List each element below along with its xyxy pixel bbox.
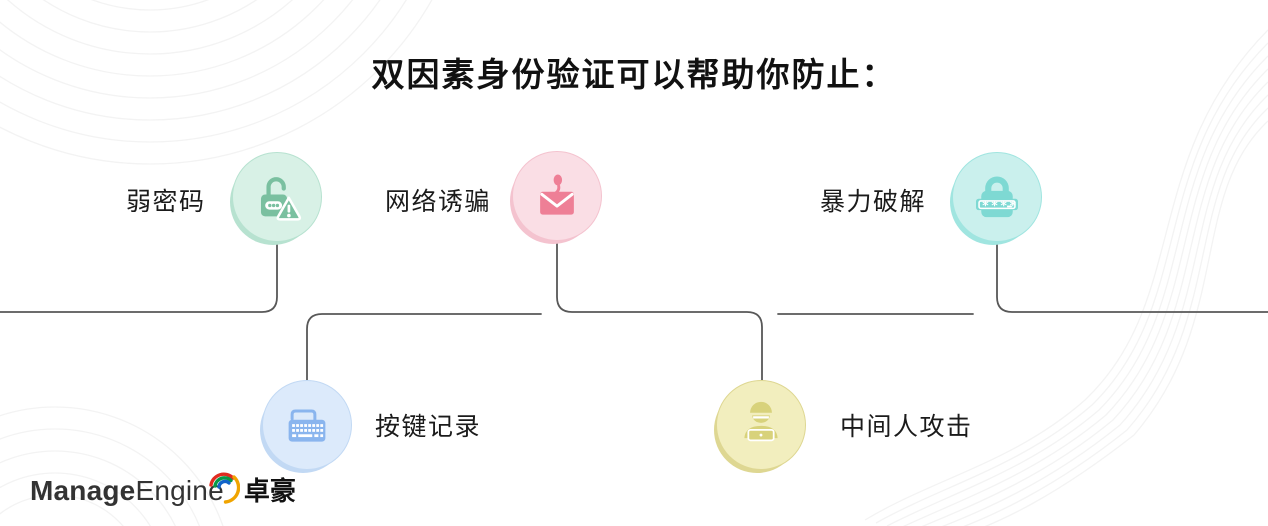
keyboard-icon — [288, 409, 326, 442]
label-mitm: 中间人攻击 — [840, 413, 973, 441]
brand-name-bold: Manage — [30, 475, 136, 506]
brand-name-chinese: 卓豪 — [243, 476, 296, 506]
node-phishing — [512, 151, 602, 241]
hacker-laptop-icon — [744, 401, 778, 442]
unlocked-padlock-warning-icon — [260, 177, 302, 221]
connector-segment-right — [996, 239, 1268, 313]
connector-segment-phishing — [556, 239, 763, 385]
brand-name-light: Engine — [135, 475, 224, 506]
svg-text:****: **** — [982, 199, 1019, 213]
page-title: 双因素身份验证可以帮助你防止： — [371, 56, 897, 93]
label-keylogging: 按键记录 — [375, 413, 482, 441]
label-phishing: 网络诱骗 — [385, 188, 492, 216]
label-brute-force: 暴力破解 — [820, 188, 927, 216]
connector-segment-left — [0, 239, 278, 313]
node-mitm — [716, 380, 806, 470]
logo-swoosh-icon — [209, 472, 240, 504]
password-padlock-icon: **** — [976, 176, 1019, 218]
connector-segment-keylog — [306, 313, 542, 385]
phishing-envelope-hook-icon — [540, 174, 574, 215]
node-brute-force: **** — [952, 152, 1042, 242]
node-keylogging — [262, 380, 352, 470]
node-weak-password — [232, 152, 322, 242]
label-weak-password: 弱密码 — [126, 188, 206, 216]
